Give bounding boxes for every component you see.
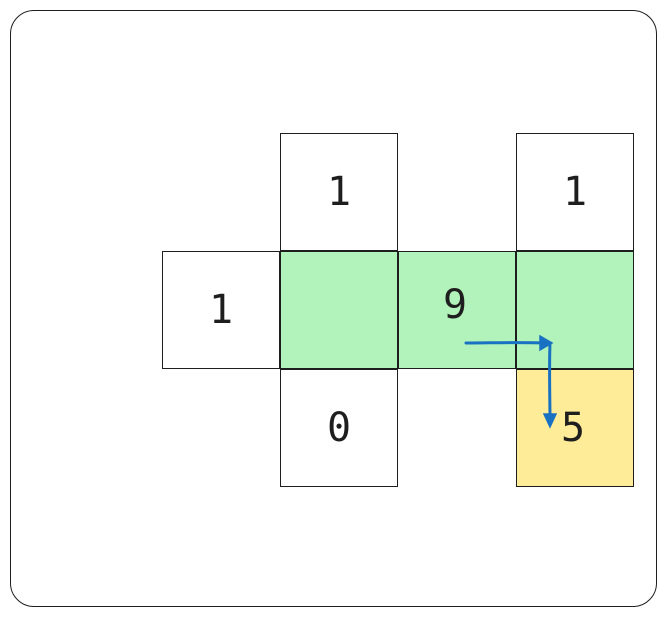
cell-top-left: 1	[280, 133, 398, 251]
cell-middle-far-left: 1	[162, 251, 280, 369]
cell-middle-center: 9	[398, 251, 516, 369]
cell-top-right: 1	[516, 133, 634, 251]
cell-middle-right	[516, 251, 634, 369]
cell-middle-left	[280, 251, 398, 369]
cell-bottom-right: 5	[516, 369, 634, 487]
cell-bottom-left: 0	[280, 369, 398, 487]
